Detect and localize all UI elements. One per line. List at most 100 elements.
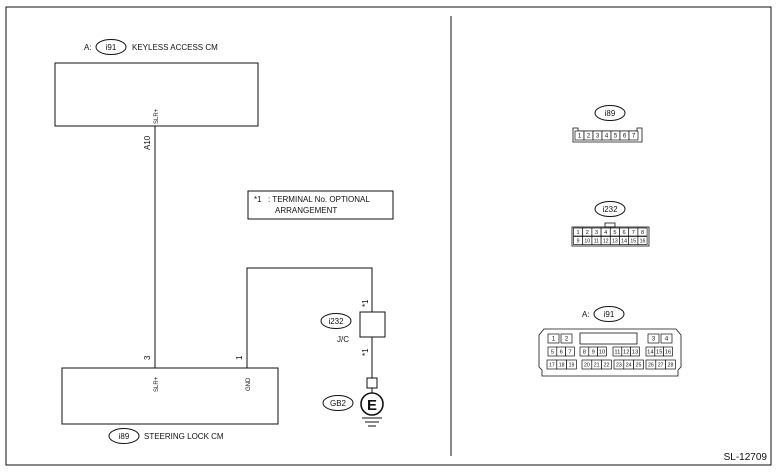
jc-tag-oval [320,313,352,329]
pin-number: 28 [668,362,674,368]
pin-cell [547,333,560,344]
pin-number: 4 [605,134,609,140]
pin-number: 15 [656,350,662,356]
diagram-frame [5,6,772,466]
conn-i91-outline [538,328,682,377]
conn-i91-prefix: A: [582,310,590,319]
pin-number: 27 [658,362,664,368]
pin-number: 12 [603,238,609,244]
pin-number: 25 [636,362,642,368]
pin-number: 13 [612,238,618,244]
keyless-prefix: A: [84,43,92,52]
pin-number: 4 [604,230,607,236]
pin-cell [565,346,575,357]
pin-number: 10 [599,350,605,356]
pin-number: 2 [587,134,591,140]
pin-cell [628,130,639,141]
pin-cell [663,346,673,357]
pin-number: 11 [614,350,620,356]
keyless-pin-slr: SLR+ [154,108,160,124]
pin-number: 23 [616,362,622,368]
pin-number: 16 [640,238,646,244]
pin-number: 21 [594,362,600,368]
steering-pin-slr: SLR+ [154,376,160,392]
conn-i89-tag-oval [594,105,626,121]
pin-cell [647,333,660,344]
pin-number: 6 [560,350,563,356]
pin-number: 22 [604,362,610,368]
jc-box [359,311,386,338]
conn-i232-tag-oval [594,201,626,217]
pin-number: 14 [621,238,627,244]
pin-number: 1 [552,337,556,343]
pin-number: 17 [549,362,555,368]
pin-cell [630,346,640,357]
pin-number: 7 [568,350,571,356]
ground-tag-oval [322,395,354,411]
pin-number: 15 [630,238,636,244]
pin-number: 6 [623,230,626,236]
steering-num-3: 3 [143,355,152,360]
steering-name: STEERING LOCK CM [144,432,224,441]
terminal-note: *1 : TERMINAL No. OPTIONAL ARRANGEMENT [247,190,394,220]
ground-tag: GB2 [330,399,347,408]
pin-cell [597,346,607,357]
steering-tag: i89 [119,432,130,441]
conn-i91-tag-oval [593,306,625,322]
pin-number: 8 [583,350,586,356]
pin-number: 2 [565,337,569,343]
pin-number: 24 [626,362,632,368]
pin-number: 18 [559,362,565,368]
pin-number: 10 [584,238,590,244]
keyless-tag-oval [95,39,127,55]
pin-number: 9 [577,238,580,244]
note-box [247,190,394,220]
pin-cell [601,359,612,370]
ground-symbol [360,392,384,416]
pin-cell [660,333,673,344]
conn-i232-outline [571,226,650,247]
conn-i89-tag: i89 [605,109,616,118]
pin-number: 6 [623,134,627,140]
pin-number: 5 [551,350,554,356]
conn-i89-outline [572,127,643,143]
note-mark: *1 [254,195,262,204]
pin-number: 3 [596,134,600,140]
pin-number: 7 [632,230,635,236]
pin-cell [637,236,648,245]
pin-cell [633,359,644,370]
pin-number: 1 [578,134,582,140]
pin-number: 7 [632,134,636,140]
pin-cell [566,359,577,370]
pin-number: 11 [594,238,599,244]
conn-i232-tag: i232 [602,205,618,214]
pin-number: 14 [647,350,654,356]
jc-label: J/C [337,335,349,344]
pin-cell [665,359,676,370]
pin-number: 1 [577,230,580,236]
pin-number: 5 [614,134,618,140]
pin-number: 20 [584,362,590,368]
jc-tag: i232 [328,317,344,326]
keyless-access-cm-header: A: i91 KEYLESS ACCESS CM [84,39,218,55]
keyless-wire-pin: A10 [143,135,152,150]
pin-number: 5 [613,230,616,236]
jc-star-top: *1 [361,299,370,307]
pin-cell [637,227,648,237]
steering-lock-cm-box [61,367,279,425]
pin-number: 3 [652,337,656,343]
steering-lock-cm-header: i89 STEERING LOCK CM [108,428,224,444]
pin-number: 12 [623,350,629,356]
steering-num-1: 1 [235,355,244,360]
ground-connector [366,377,378,389]
conn-i232-key [604,222,616,228]
pin-cell [560,333,573,344]
pin-number: 2 [586,230,589,236]
pin-number: 19 [569,362,575,368]
pin-number: 3 [595,230,598,236]
pin-number: 8 [641,230,644,236]
note-line-1: : TERMINAL No. OPTIONAL [268,195,370,204]
